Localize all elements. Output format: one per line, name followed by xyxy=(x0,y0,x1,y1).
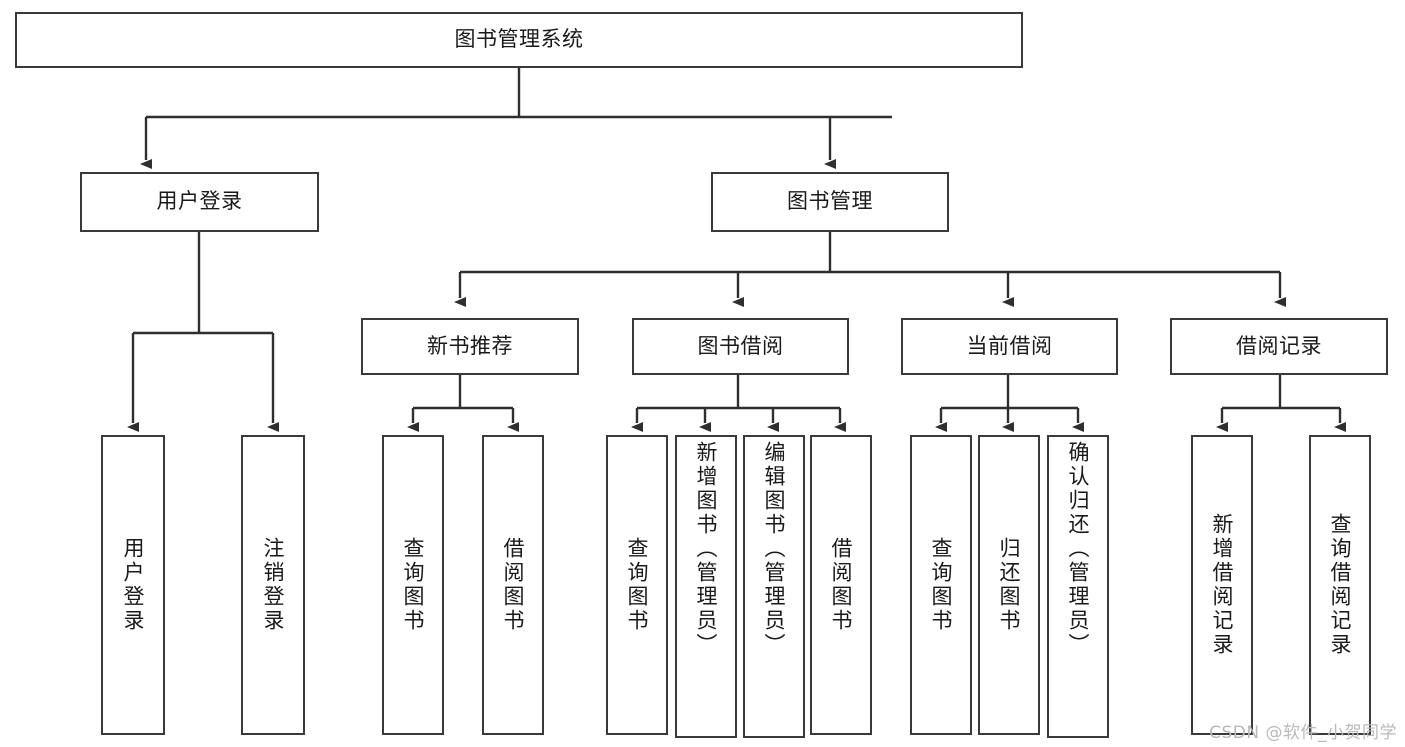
node-leaf-add-book-label: 新增图书（管理员） xyxy=(694,441,719,657)
node-book-borrow-label: 图书借阅 xyxy=(697,333,784,358)
node-user-login[interactable]: 用户登录 xyxy=(80,172,319,232)
node-leaf-logout[interactable]: 注销登录 xyxy=(241,435,305,735)
node-borrow-record[interactable]: 借阅记录 xyxy=(1170,318,1388,375)
node-leaf-add-record-label: 新增借阅记录 xyxy=(1210,513,1235,657)
node-leaf-return-book-label: 归还图书 xyxy=(997,537,1022,633)
node-root-label: 图书管理系统 xyxy=(454,27,584,52)
node-leaf-query-record[interactable]: 查询借阅记录 xyxy=(1309,435,1371,735)
node-leaf-add-record[interactable]: 新增借阅记录 xyxy=(1191,435,1253,735)
node-leaf-query-book-2[interactable]: 查询图书 xyxy=(606,435,668,735)
node-leaf-borrow-book-1[interactable]: 借阅图书 xyxy=(482,435,544,735)
watermark: CSDN @软件_小贺同学 xyxy=(1209,723,1397,743)
node-leaf-query-book-1[interactable]: 查询图书 xyxy=(382,435,444,735)
node-leaf-logout-label: 注销登录 xyxy=(261,537,286,633)
node-leaf-query-book-3[interactable]: 查询图书 xyxy=(910,435,972,735)
node-user-login-label: 用户登录 xyxy=(156,189,243,214)
node-leaf-user-login-label: 用户登录 xyxy=(121,537,146,633)
node-leaf-user-login[interactable]: 用户登录 xyxy=(101,435,165,735)
node-current-borrow[interactable]: 当前借阅 xyxy=(901,318,1118,375)
node-leaf-edit-book[interactable]: 编辑图书（管理员） xyxy=(743,435,805,738)
node-root[interactable]: 图书管理系统 xyxy=(15,12,1023,68)
node-leaf-borrow-book-2[interactable]: 借阅图书 xyxy=(810,435,872,735)
node-current-borrow-label: 当前借阅 xyxy=(966,333,1053,358)
node-leaf-confirm-return[interactable]: 确认归还（管理员） xyxy=(1047,435,1109,738)
node-leaf-query-book-1-label: 查询图书 xyxy=(401,537,426,633)
node-leaf-query-book-3-label: 查询图书 xyxy=(929,537,954,633)
node-book-management-label: 图书管理 xyxy=(787,189,873,214)
node-leaf-add-book[interactable]: 新增图书（管理员） xyxy=(675,435,737,738)
node-book-borrow[interactable]: 图书借阅 xyxy=(632,318,849,375)
node-leaf-borrow-book-2-label: 借阅图书 xyxy=(829,537,854,633)
node-book-management[interactable]: 图书管理 xyxy=(711,172,949,232)
node-leaf-return-book[interactable]: 归还图书 xyxy=(978,435,1040,735)
node-leaf-borrow-book-1-label: 借阅图书 xyxy=(501,537,526,633)
node-borrow-record-label: 借阅记录 xyxy=(1236,333,1322,358)
node-new-book-recommend[interactable]: 新书推荐 xyxy=(361,318,579,375)
node-leaf-confirm-return-label: 确认归还（管理员） xyxy=(1066,441,1091,657)
node-new-book-recommend-label: 新书推荐 xyxy=(427,333,513,358)
node-leaf-query-record-label: 查询借阅记录 xyxy=(1328,513,1353,657)
node-leaf-query-book-2-label: 查询图书 xyxy=(625,537,650,633)
node-leaf-edit-book-label: 编辑图书（管理员） xyxy=(762,441,787,657)
